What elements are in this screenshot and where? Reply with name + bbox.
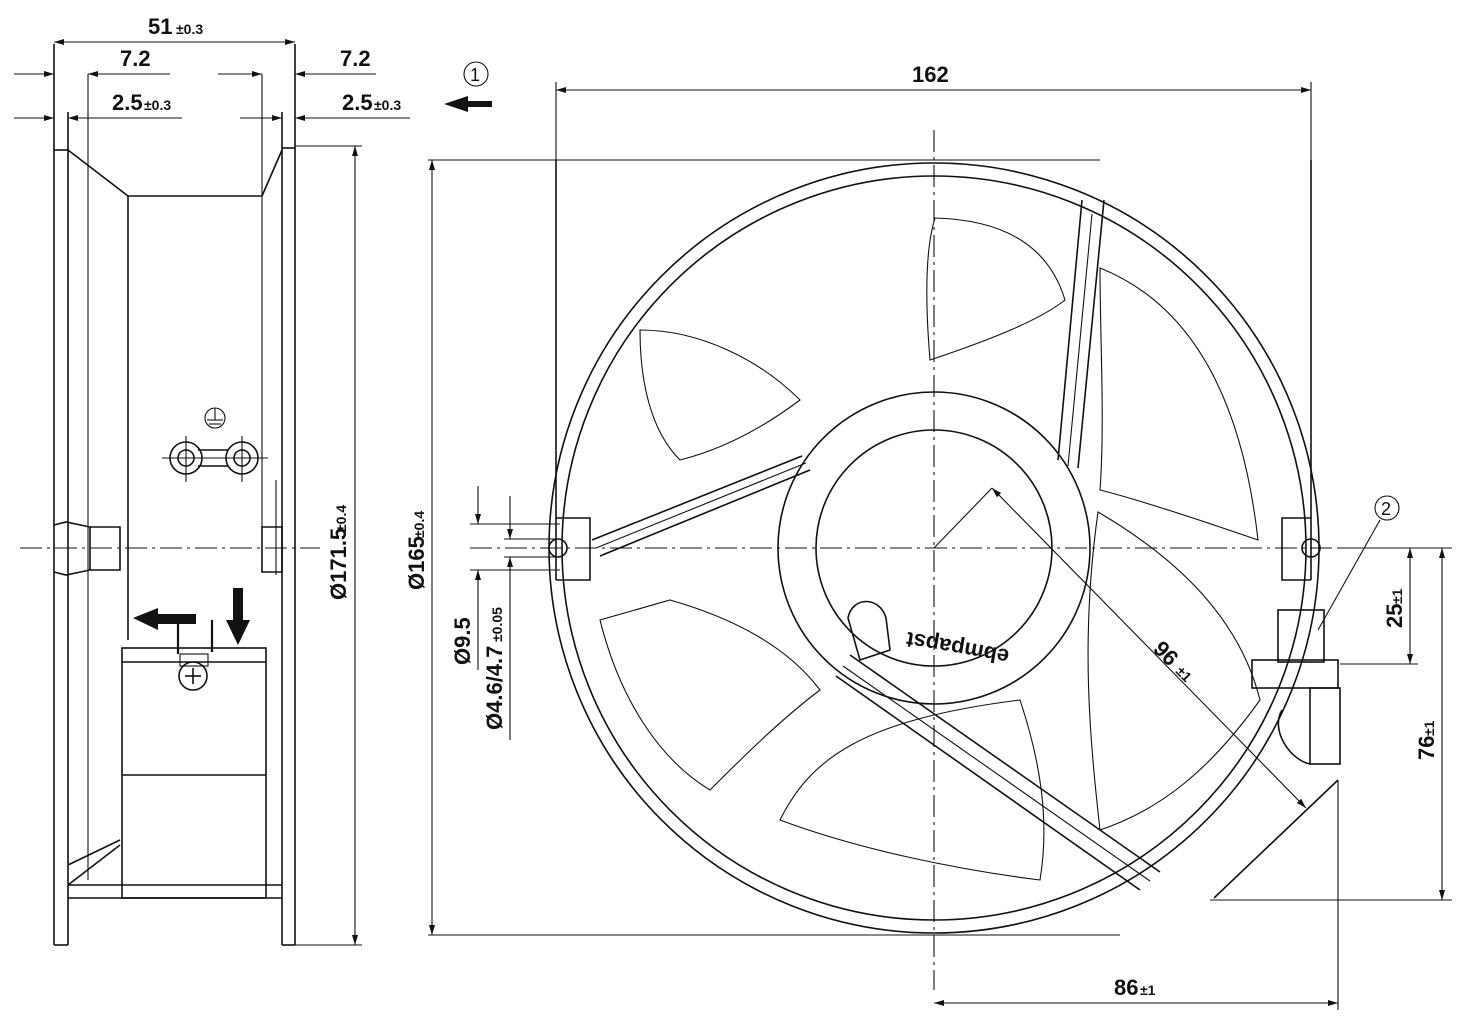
dim-76-label: 76 xyxy=(1414,736,1439,760)
dim-25-tol: ±1 xyxy=(1389,588,1405,604)
dim-76-tol: ±1 xyxy=(1421,720,1437,736)
callout-1-circle xyxy=(463,61,489,87)
callout-2-label: 2 xyxy=(1381,499,1391,519)
dim-162-label: 162 xyxy=(912,62,949,87)
dim-7-2-right-label: 7.2 xyxy=(340,46,371,71)
callout-1-label: 1 xyxy=(470,65,480,85)
dim-d4-6-label: Ø4.6/4.7 xyxy=(482,646,507,730)
dim-2-5-left-tol: ±0.3 xyxy=(144,97,171,113)
callout-2-circle xyxy=(1374,495,1400,521)
dim-51-tol: ±0.3 xyxy=(176,21,203,37)
dim-d9-5-label: Ø9.5 xyxy=(450,617,475,665)
dim-d171-5-label: Ø171.5 xyxy=(326,528,351,600)
dim-51-label: 51 xyxy=(148,14,172,39)
dim-86-tol: ±1 xyxy=(1140,982,1156,998)
side-view: 51 ±0.3 7.2 7.2 2.5 ±0.3 2.5 ±0.3 Ø171.5… xyxy=(14,14,410,946)
dim-d165-tol: ±0.4 xyxy=(411,511,427,538)
dim-7-2-left-label: 7.2 xyxy=(120,46,151,71)
dim-2-5-right-label: 2.5 xyxy=(342,90,373,115)
dim-2-5-left-label: 2.5 xyxy=(112,90,143,115)
dim-d165-label: Ø165 xyxy=(404,536,429,590)
dim-86-label: 86 xyxy=(1114,975,1138,1000)
dim-96-label: 96 xyxy=(1148,636,1183,671)
dim-2-5-right-tol: ±0.3 xyxy=(374,97,401,113)
dim-96-tol: ±1 xyxy=(1173,663,1195,685)
dim-d4-6-tol: ±0.05 xyxy=(489,607,505,642)
dim-d171-5-tol: ±0.4 xyxy=(333,505,349,532)
front-view: ebmpapst 1 2 162 Ø165 ±0.4 Ø9.5 Ø4.6/4.7… xyxy=(404,61,1452,1010)
dim-25-label: 25 xyxy=(1382,604,1407,628)
